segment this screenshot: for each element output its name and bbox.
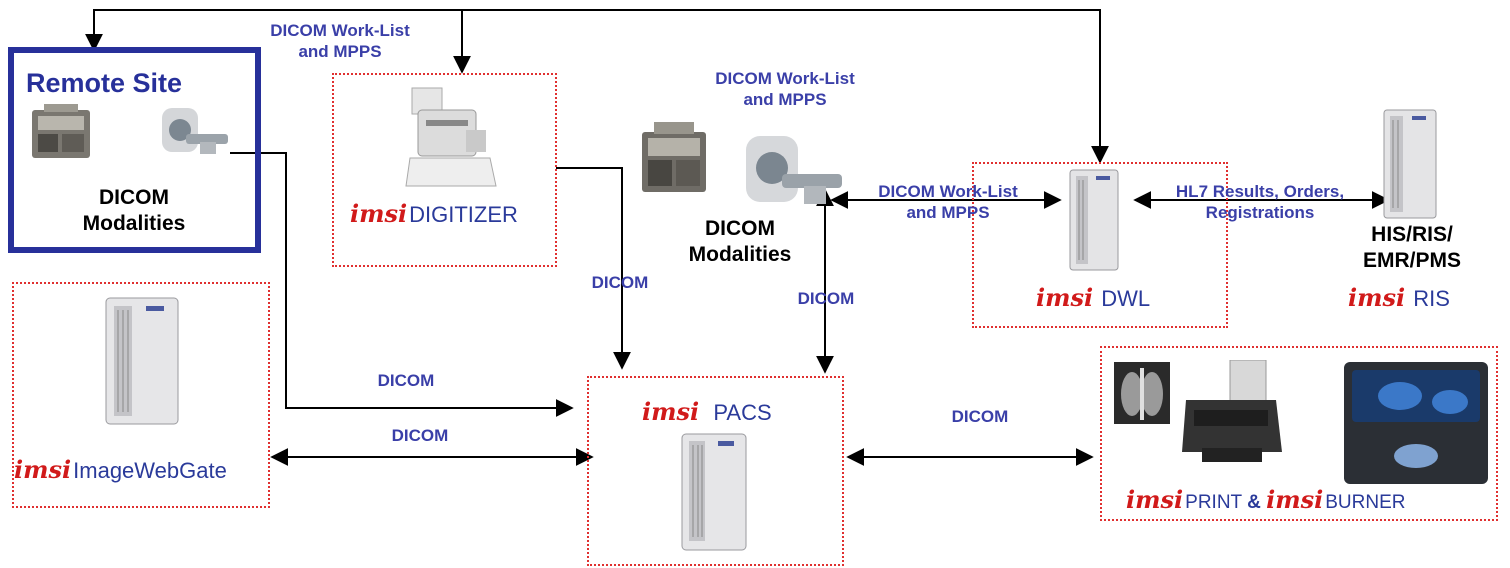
center-modalities-line1: DICOM: [705, 217, 775, 240]
imagewebgate-box: [12, 282, 270, 508]
brand-imsi: imsi: [14, 455, 72, 484]
brand-imsi: imsi: [350, 199, 408, 228]
digitizer-box: [332, 73, 557, 267]
dwl-label: DWL: [1101, 286, 1151, 311]
ct-scanner-icon: [746, 136, 842, 204]
dicom-print-label: DICOM: [951, 407, 1009, 426]
brand-imsi: imsi: [1266, 485, 1324, 514]
mid-worklist-line2: and MPPS: [743, 90, 827, 109]
product-imagewebgate: imsiImageWebGate: [14, 456, 227, 485]
dicom-remote-label: DICOM: [377, 371, 435, 390]
print-label: PRINT: [1185, 492, 1242, 513]
hl7-label: HL7 Results, Orders, Registrations: [1140, 181, 1380, 223]
product-digitizer: imsiDIGITIZER: [350, 200, 518, 229]
print-burner-box: [1100, 346, 1498, 521]
center-modalities-line2: Modalities: [688, 243, 792, 266]
center-modalities-label: DICOM Modalities: [660, 216, 820, 268]
dicom-digitizer-label: DICOM: [591, 273, 649, 292]
printer-icon: [1182, 360, 1282, 462]
amp-label: &: [1247, 492, 1261, 513]
product-dwl: imsi DWL: [1036, 284, 1150, 313]
his-label: HIS/RIS/ EMR/PMS: [1352, 222, 1472, 274]
hl7-line2: Registrations: [1205, 203, 1315, 222]
x-ray-machine-icon: [642, 122, 706, 192]
remote-site-box: [8, 47, 261, 253]
dwl-worklist-line1: DICOM Work-List: [878, 182, 1018, 201]
line-digitizer-to-pacs: [556, 167, 631, 370]
product-ris: imsi RIS: [1348, 284, 1450, 313]
brand-imsi: imsi: [1126, 485, 1184, 514]
server-tower-icon: [1383, 109, 1437, 219]
pacs-box: [587, 376, 844, 566]
remote-modalities-label: DICOM Modalities: [54, 185, 214, 237]
burner-label: BURNER: [1325, 492, 1406, 513]
chest-xray-film-icon: [1114, 362, 1170, 424]
remote-modalities-line2: Modalities: [82, 212, 186, 235]
pacs-label: PACS: [713, 400, 772, 425]
brand-imsi: imsi: [1348, 283, 1406, 312]
digitizer-label: DIGITIZER: [409, 202, 518, 227]
line-top-worklist: [85, 9, 1109, 164]
dwl-box: [972, 162, 1228, 328]
server-tower-icon: [681, 433, 747, 551]
top-worklist-line2: and MPPS: [298, 42, 382, 61]
remote-site-title: Remote Site: [26, 68, 183, 98]
product-pacs: imsi PACS: [642, 398, 772, 427]
ris-label: RIS: [1413, 286, 1450, 311]
dwl-worklist-line2: and MPPS: [906, 203, 990, 222]
dicom-webgate-label: DICOM: [391, 426, 449, 445]
disc-burner-icon: [1344, 362, 1488, 484]
dicom-modalities-label: DICOM: [797, 289, 855, 308]
remote-modalities-line1: DICOM: [99, 186, 169, 209]
his-line1: HIS/RIS/: [1371, 223, 1453, 246]
brand-imsi: imsi: [1036, 283, 1094, 312]
ct-scanner-icon: [162, 108, 228, 154]
hl7-line1: HL7 Results, Orders,: [1175, 182, 1345, 201]
mid-worklist-label: DICOM Work-List and MPPS: [680, 68, 890, 110]
top-worklist-label: DICOM Work-List and MPPS: [240, 20, 440, 62]
top-worklist-line1: DICOM Work-List: [270, 21, 410, 40]
x-ray-machine-icon: [32, 104, 90, 158]
brand-imsi: imsi: [642, 397, 700, 426]
film-digitizer-icon: [405, 87, 497, 187]
imagewebgate-label: ImageWebGate: [73, 458, 227, 483]
server-tower-icon: [105, 297, 179, 425]
mid-worklist-line1: DICOM Work-List: [715, 69, 855, 88]
his-line2: EMR/PMS: [1362, 249, 1461, 272]
dwl-worklist-label: DICOM Work-List and MPPS: [848, 181, 1048, 223]
server-tower-icon: [1069, 169, 1119, 271]
